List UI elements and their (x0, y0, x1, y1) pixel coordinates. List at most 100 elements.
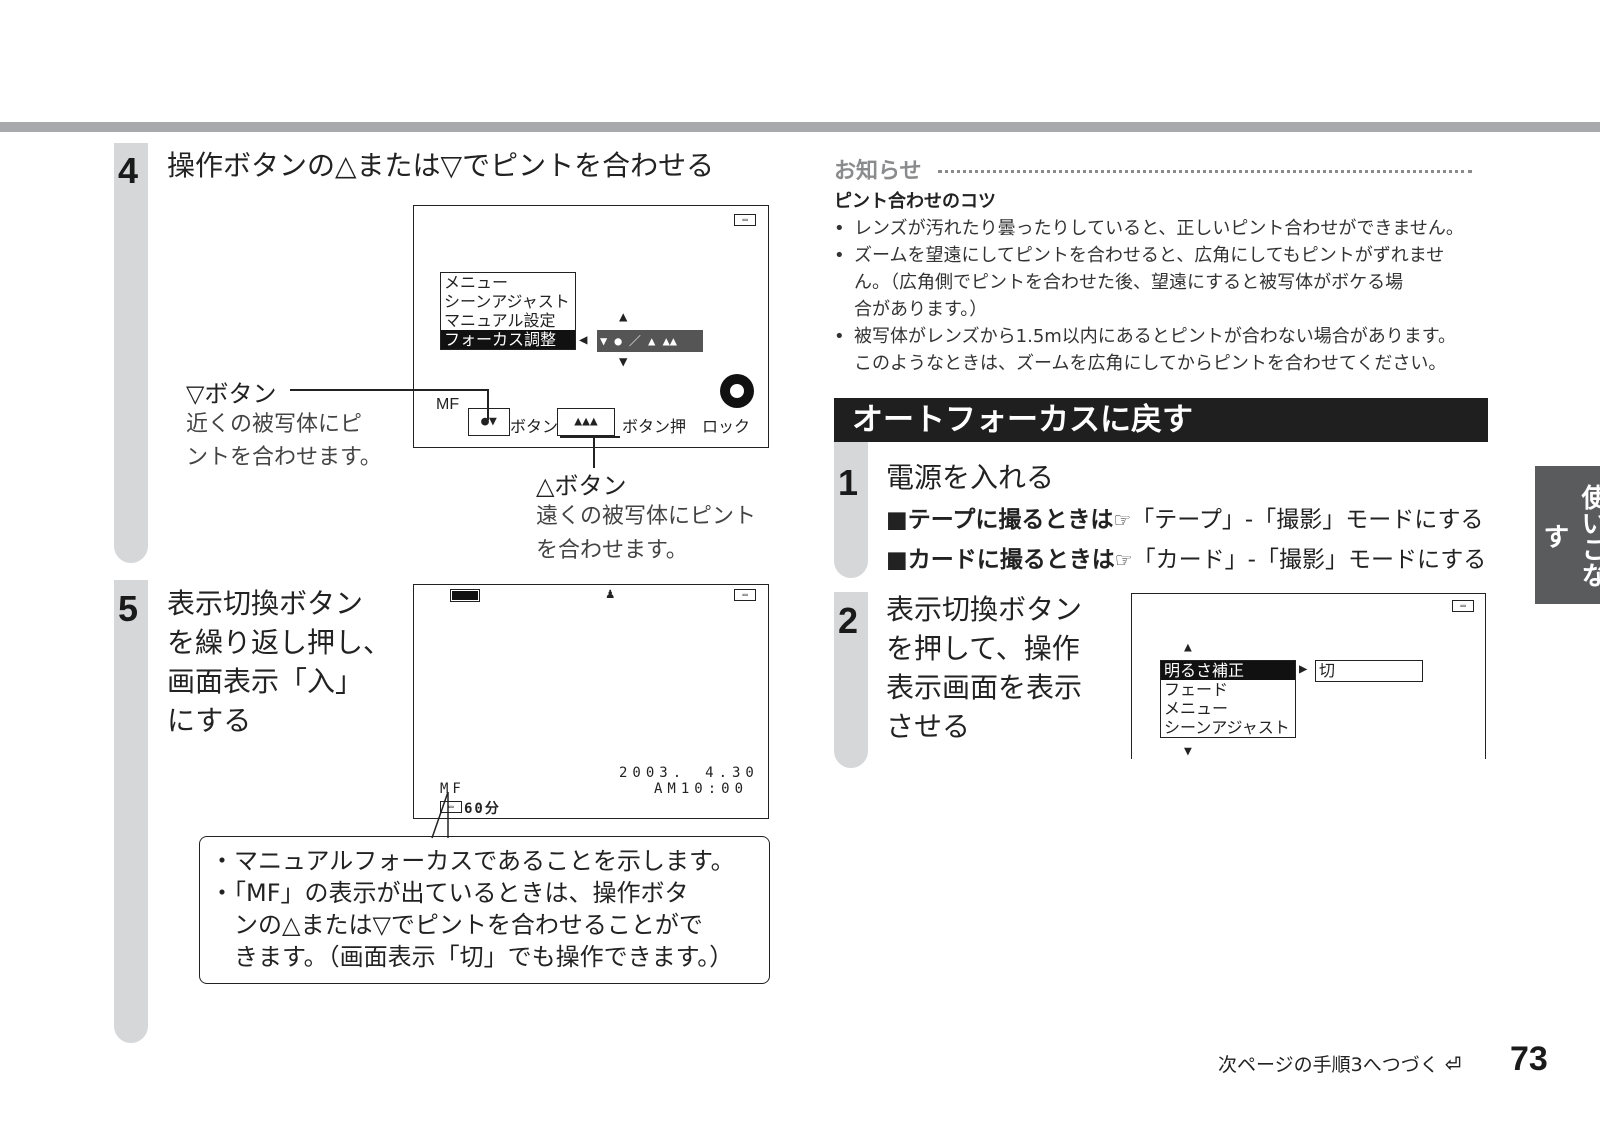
tape-icon: ▭ (440, 801, 462, 813)
step5-title-line: 画面表示「入」 (167, 665, 364, 698)
mf-note-line: ンの△または▽でピントを合わせることがで (210, 911, 703, 939)
tape-icon: ▭ (734, 589, 756, 601)
far-focus-icon: ▲▲▲ (557, 408, 615, 436)
down-callout-line-v (487, 389, 489, 420)
focus-scale-icon: ▼ ● ／ ▲ ▲▲ (597, 330, 703, 352)
section-step2-title-line: させる (886, 710, 971, 743)
tape-mode-label: ■テープに撮るときは (886, 507, 1114, 533)
notice-bullet: • レンズが汚れたり曇ったりしていると、正しいピント合わせができません。 • ズ… (834, 215, 1494, 377)
lcd-menu-item: メニュー (444, 273, 509, 292)
tape-icon: ▭ (734, 214, 756, 226)
down-arrow-icon: ▼ (1184, 744, 1192, 759)
section-step1-number: 1 (838, 462, 859, 503)
mf-leader-line (431, 791, 449, 839)
top-rule (0, 122, 1600, 132)
step4-bar (114, 143, 148, 563)
near-focus-icon: ●▼ (468, 408, 510, 436)
notice-bullet-line: ズームを望遠にしてピントを合わせると、広角にしてもピントがずれませ (854, 245, 1445, 266)
notice-bullet-line: 合があります。） (854, 299, 988, 320)
lcd-menu-item: マニュアル設定 (444, 311, 556, 330)
up-arrow-icon: ▲ (619, 309, 628, 325)
left-arrow-icon: ◀ (579, 332, 588, 348)
down-button-callout-head: ▽ボタン (186, 380, 277, 408)
lcd-mf-label: MF (440, 781, 465, 797)
notice-bullet-line: レンズが汚れたり曇ったりしていると、正しいピント合わせができません。 (854, 218, 1464, 239)
step5-number: 5 (118, 588, 139, 629)
lcd-bottom-text-2: ボタン押 ロック (622, 417, 751, 436)
lcd-time: AM10:00 (654, 781, 749, 797)
section-step1-bar (834, 442, 868, 578)
section-step2-title-line: 表示画面を表示 (886, 671, 1083, 704)
notice-heading: お知らせ (834, 159, 922, 184)
step4-title: 操作ボタンの△または▽でピントを合わせる (167, 149, 715, 182)
page-number: 73 (1510, 1040, 1548, 1078)
side-tab-label: 使いこなす (1539, 484, 1600, 588)
card-mode-instruction: 「カード」-「撮影」モードにする (1132, 547, 1487, 573)
section-step2-lcd-screen: ▭ ▲ 明るさ補正 フェード メニュー シーンアジャスト ▶ 切 ▼ (1131, 593, 1486, 759)
tape-mode-instruction: 「テープ」-「撮影」モードにする (1131, 507, 1484, 533)
right-arrow-icon: ▶ (1299, 661, 1308, 677)
lcd-menu-item-selected: フォーカス調整 (441, 330, 575, 349)
step4-number: 4 (118, 150, 139, 191)
hand-pointer-icon: ☞ (1114, 548, 1133, 572)
down-callout-line-h (290, 389, 488, 391)
section-lcd-menu: 明るさ補正 フェード メニュー シーンアジャスト (1160, 660, 1296, 738)
section-step2-number: 2 (838, 600, 859, 641)
up-callout-line-h (560, 436, 620, 438)
bullet-dot: • (834, 245, 845, 266)
battery-icon (450, 589, 480, 602)
mf-note-line: ・マニュアルフォーカスであることを示します。 (210, 847, 735, 875)
lcd-menu-item-selected: 明るさ補正 (1161, 661, 1295, 680)
notice-subheading: ピント合わせのコツ (834, 191, 996, 212)
lcd-menu-item: シーンアジャスト (444, 292, 570, 311)
up-button-desc-2: を合わせます。 (536, 538, 688, 563)
lcd-tape-remaining: 60分 (464, 801, 501, 817)
lcd-bottom-text-1: ボタン (510, 417, 559, 436)
section-step2-title-line: を押して、操作 (886, 632, 1080, 665)
up-arrow-icon: ▲ (1184, 640, 1192, 655)
lcd-menu-item: フェード (1164, 680, 1229, 699)
bullet-dot: • (834, 326, 845, 347)
up-button-callout-head: △ボタン (536, 472, 627, 500)
up-button-desc-1: 遠くの被写体にピント (536, 504, 757, 529)
lcd-date: 2003. 4.30 (619, 765, 759, 781)
continue-arrow-icon: ⏎ (1444, 1052, 1462, 1076)
down-arrow-icon: ▼ (619, 354, 628, 370)
notice-bullet-line: ん。（広角側でピントを合わせた後、望遠にすると被写体がボケる場 (854, 272, 1404, 293)
step4-lcd-screen: ▭ メニュー シーンアジャスト マニュアル設定 フォーカス調整 ▲ ◀ ▼ ● … (413, 205, 769, 448)
step5-bar (114, 580, 148, 1043)
down-button-desc-1: 近くの被写体にピ (186, 412, 363, 437)
lcd-value-box: 切 (1315, 660, 1423, 682)
joystick-icon (720, 374, 754, 408)
lcd-menu-item: シーンアジャスト (1164, 718, 1290, 737)
section-step2-bar (834, 592, 868, 768)
mf-note-line: ・「MF」の表示が出ているときは、操作ボタ (210, 879, 689, 907)
section-step1-title: 電源を入れる (886, 461, 1055, 494)
step5-title-line: 表示切換ボタン (167, 587, 364, 620)
step5-title-line: を繰り返し押し、 (167, 626, 392, 659)
person-icon: ♟ (606, 586, 615, 602)
side-tab: 使いこなす (1535, 466, 1600, 604)
step5-lcd-screen: ♟ ▭ 2003. 4.30 AM10:00 MF ▭ 60分 (413, 584, 769, 819)
lcd-menu-item: メニュー (1164, 699, 1229, 718)
notice-bullet-line: 被写体がレンズから1.5m以内にあるとピントが合わない場合があります。 (854, 326, 1456, 347)
section-step1-line1: ■テープに撮るときは☞「テープ」-「撮影」モードにする (886, 500, 1483, 534)
footer-continue: 次ページの手順3へつづく ⏎ (1218, 1050, 1462, 1077)
section-step2-title-line: 表示切換ボタン (886, 593, 1083, 626)
step5-title: 表示切換ボタン を繰り返し押し、 画面表示「入」 にする (167, 584, 391, 740)
mf-note-box: ・マニュアルフォーカスであることを示します。 ・「MF」の表示が出ているときは、… (199, 836, 770, 984)
lcd-mf-label: MF (436, 396, 460, 413)
footer-continue-text: 次ページの手順3へつづく (1218, 1054, 1439, 1076)
section-step2-title: 表示切換ボタン を押して、操作 表示画面を表示 させる (886, 590, 1082, 746)
down-button-desc-2: ントを合わせます。 (186, 445, 382, 470)
tape-icon: ▭ (1452, 600, 1474, 612)
section-step1-line2: ■カードに撮るときは☞「カード」-「撮影」モードにする (886, 540, 1486, 574)
up-callout-line-v (593, 436, 595, 468)
step4-lcd-menu: メニュー シーンアジャスト マニュアル設定 フォーカス調整 (440, 272, 576, 350)
step5-title-line: にする (167, 704, 252, 737)
notice-bullet-line: このようなときは、ズームを広角にしてからピントを合わせてください。 (854, 353, 1447, 374)
card-mode-label: ■カードに撮るときは (886, 547, 1115, 573)
bullet-dot: • (834, 218, 845, 239)
notice-dotted-rule (938, 170, 1472, 173)
mf-note-line: きます。（画面表示「切」でも操作できます。） (210, 943, 734, 971)
